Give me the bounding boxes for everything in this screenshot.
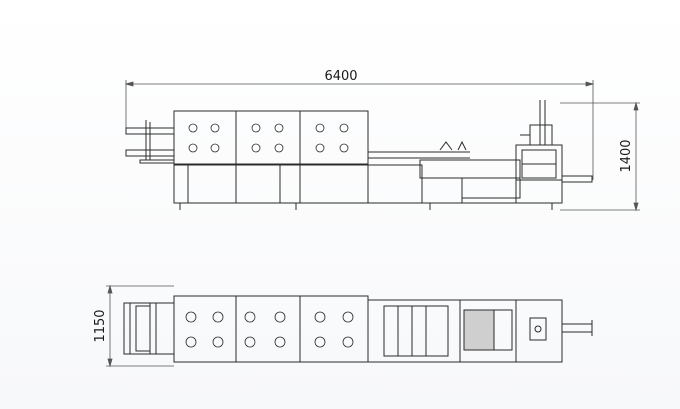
- front-view: [124, 80, 640, 212]
- width-dimension-label: 1150: [93, 309, 108, 342]
- top-forming-section: [367, 299, 461, 363]
- top-infeed: [123, 302, 175, 355]
- length-dimension-label: 6400: [324, 69, 357, 84]
- front-base-cabinet: [173, 164, 560, 210]
- top-punch-plate: [459, 299, 517, 363]
- front-forming-section: [368, 140, 521, 204]
- height-dimension: [560, 101, 640, 212]
- length-dimension: [124, 80, 595, 180]
- front-oven-chambers: [173, 110, 369, 166]
- front-stacker-unit: [515, 100, 593, 204]
- height-dimension-label: 1400: [619, 139, 634, 172]
- width-dimension: [106, 284, 174, 368]
- top-stacker-unit: [515, 299, 593, 363]
- top-oven: [173, 295, 369, 363]
- front-infeed: [125, 120, 175, 164]
- top-view: [106, 284, 593, 368]
